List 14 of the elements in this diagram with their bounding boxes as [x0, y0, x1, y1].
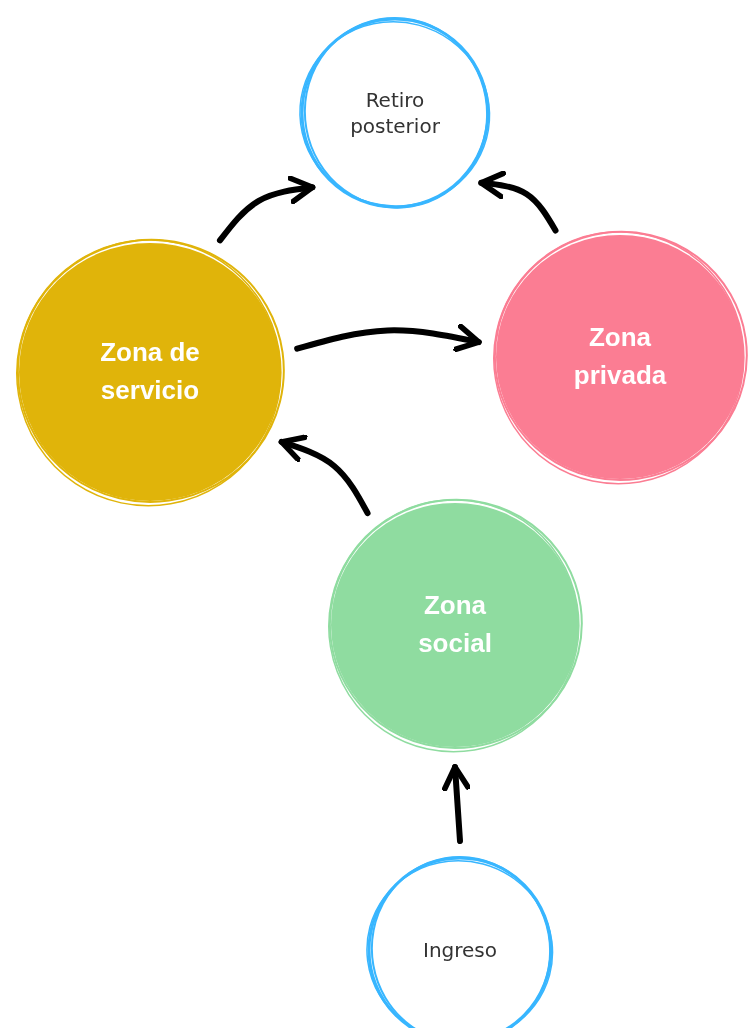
- node-label: Zona de servicio: [99, 336, 201, 407]
- arrow: [278, 434, 371, 517]
- arrow: [294, 323, 482, 353]
- arrow: [442, 764, 471, 844]
- arrow: [478, 170, 559, 234]
- filled-circle: [15, 237, 285, 507]
- node-label: Zona privada: [572, 321, 668, 392]
- filled-circle: [492, 229, 748, 485]
- node-label: Zona social: [417, 589, 493, 660]
- outlined-circle: [298, 16, 492, 210]
- node-label: Ingreso: [423, 937, 497, 963]
- node-label: Retiro posterior: [349, 87, 441, 139]
- filled-circle: [327, 497, 583, 753]
- arrow: [216, 175, 316, 244]
